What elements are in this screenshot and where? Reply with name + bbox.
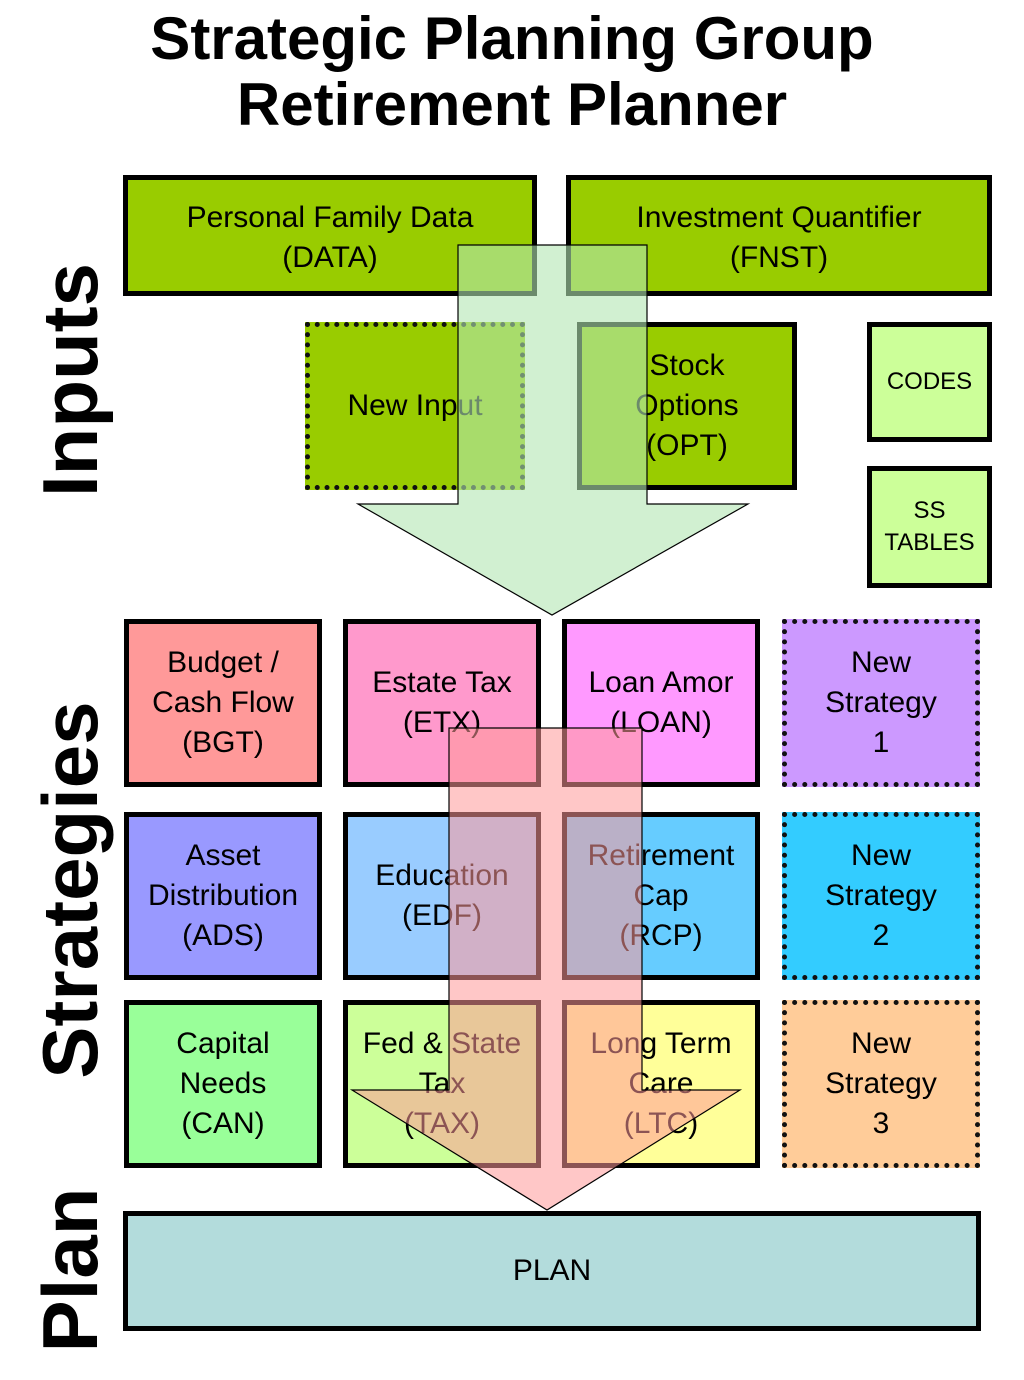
new-strategy-1-box[interactable]: New Strategy 1 xyxy=(782,619,980,787)
budget-cash-flow-label: Budget / Cash Flow (BGT) xyxy=(152,646,294,759)
loan-amor-box[interactable]: Loan Amor (LOAN) xyxy=(562,619,760,787)
capital-needs-label: Capital Needs (CAN) xyxy=(176,1027,270,1140)
section-label-plan: Plan xyxy=(26,1187,114,1353)
personal-family-data-label: Personal Family Data (DATA) xyxy=(186,201,474,274)
estate-tax-label: Estate Tax (ETX) xyxy=(372,666,512,739)
capital-needs-box[interactable]: Capital Needs (CAN) xyxy=(124,1000,322,1168)
new-strategy-3-label: New Strategy 3 xyxy=(825,1027,937,1140)
section-label-inputs: Inputs xyxy=(26,263,114,497)
education-box[interactable]: Education (EDF) xyxy=(343,812,541,980)
fed-state-tax-label: Fed & State Tax (TAX) xyxy=(362,1027,522,1140)
ss-tables-label: SS TABLES xyxy=(884,497,975,556)
asset-distribution-label: Asset Distribution (ADS) xyxy=(147,839,299,952)
title-line-1: Strategic Planning Group xyxy=(150,5,874,72)
long-term-care-label: Long Term Care (LTC) xyxy=(590,1027,732,1140)
estate-tax-box[interactable]: Estate Tax (ETX) xyxy=(343,619,541,787)
personal-family-data-box[interactable]: Personal Family Data (DATA) xyxy=(123,175,537,296)
investment-quantifier-label: Investment Quantifier (FNST) xyxy=(636,201,922,274)
plan-box[interactable]: PLAN xyxy=(123,1211,981,1331)
asset-distribution-box[interactable]: Asset Distribution (ADS) xyxy=(124,812,322,980)
plan-label: PLAN xyxy=(512,1254,592,1287)
new-strategy-2-label: New Strategy 2 xyxy=(825,839,937,952)
stock-options-box[interactable]: Stock Options (OPT) xyxy=(577,322,797,490)
fed-state-tax-box[interactable]: Fed & State Tax (TAX) xyxy=(343,1000,541,1168)
investment-quantifier-box[interactable]: Investment Quantifier (FNST) xyxy=(566,175,992,296)
new-strategy-1-label: New Strategy 1 xyxy=(825,646,937,759)
section-label-strategies: Strategies xyxy=(26,701,114,1079)
long-term-care-box[interactable]: Long Term Care (LTC) xyxy=(562,1000,760,1168)
title-line-2: Retirement Planner xyxy=(236,71,788,138)
retirement-cap-label: Retirement Cap (RCP) xyxy=(587,839,735,952)
new-input-box[interactable]: New Input xyxy=(305,322,525,490)
codes-box[interactable]: CODES xyxy=(867,322,992,442)
new-input-label: New Input xyxy=(347,389,483,422)
ss-tables-box[interactable]: SS TABLES xyxy=(867,466,992,588)
stock-options-label: Stock Options (OPT) xyxy=(635,349,739,462)
loan-amor-label: Loan Amor (LOAN) xyxy=(588,666,734,739)
codes-label: CODES xyxy=(886,368,973,395)
education-label: Education (EDF) xyxy=(375,859,509,932)
new-strategy-2-box[interactable]: New Strategy 2 xyxy=(782,812,980,980)
new-strategy-3-box[interactable]: New Strategy 3 xyxy=(782,1000,980,1168)
budget-cash-flow-box[interactable]: Budget / Cash Flow (BGT) xyxy=(124,619,322,787)
retirement-cap-box[interactable]: Retirement Cap (RCP) xyxy=(562,812,760,980)
